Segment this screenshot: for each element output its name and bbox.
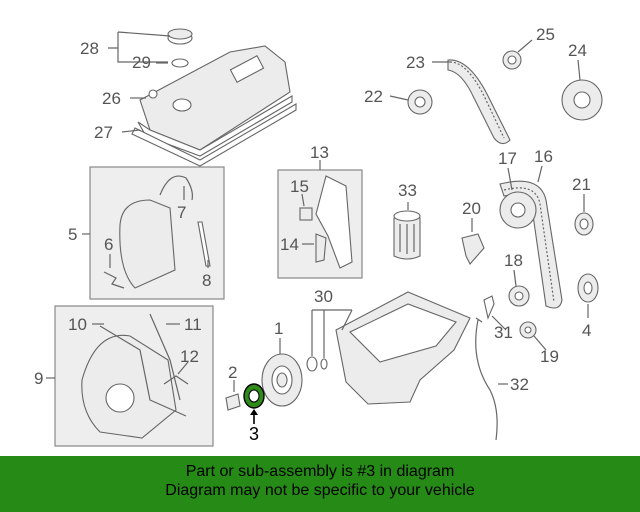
upper-cover-leaders bbox=[82, 186, 209, 268]
callout-12: 12 bbox=[180, 347, 199, 366]
lower-cover-parts bbox=[81, 313, 189, 439]
callout-22: 22 bbox=[364, 87, 383, 106]
lower-cover-leaders bbox=[46, 323, 189, 379]
callout-24: 24 bbox=[568, 41, 587, 60]
info-banner: Part or sub-assembly is #3 in diagram Di… bbox=[0, 456, 640, 512]
callout-18: 18 bbox=[504, 251, 523, 270]
timing-belt-upper-group bbox=[407, 50, 603, 145]
timing-belt-lower-group bbox=[483, 180, 599, 339]
callout-13: 13 bbox=[310, 143, 329, 162]
dipstick bbox=[475, 317, 508, 441]
oil-filter bbox=[393, 202, 421, 260]
engine-support-parts bbox=[299, 175, 353, 269]
callout-19: 19 bbox=[540, 347, 559, 366]
timing-belt-upper-leaders bbox=[389, 39, 581, 101]
callout-23: 23 bbox=[406, 53, 425, 72]
callout-20: 20 bbox=[462, 199, 481, 218]
valve-cover-leaders bbox=[108, 31, 171, 133]
callout-15: 15 bbox=[290, 177, 309, 196]
callout-1: 1 bbox=[274, 319, 283, 338]
callout-6: 6 bbox=[104, 235, 113, 254]
oil-pan-leaders bbox=[311, 309, 353, 358]
callout-9: 9 bbox=[34, 369, 43, 388]
callout-32: 32 bbox=[510, 375, 529, 394]
callout-8: 8 bbox=[202, 271, 211, 290]
callout-30: 30 bbox=[314, 287, 333, 306]
parts-diagram: 28 29 26 27 22 23 25 24 5 7 6 8 bbox=[34, 25, 603, 447]
callout-14: 14 bbox=[280, 235, 299, 254]
callout-17: 17 bbox=[498, 149, 517, 168]
callout-16: 16 bbox=[534, 147, 553, 166]
callout-25: 25 bbox=[536, 25, 555, 44]
callout-2: 2 bbox=[228, 363, 237, 382]
crank-pulley bbox=[261, 338, 303, 407]
banner-line-2: Diagram may not be specific to your vehi… bbox=[165, 482, 475, 499]
callout-28: 28 bbox=[80, 39, 99, 58]
highlighted-part-3 bbox=[243, 383, 265, 424]
callout-31: 31 bbox=[494, 323, 513, 342]
valve-cover-group bbox=[131, 28, 297, 167]
timing-belt-lower-leaders bbox=[491, 165, 589, 351]
callout-33: 33 bbox=[398, 181, 417, 200]
callout-4: 4 bbox=[582, 321, 591, 340]
tensioner bbox=[461, 218, 485, 265]
callout-10: 10 bbox=[68, 315, 87, 334]
callout-21: 21 bbox=[572, 175, 591, 194]
callout-29: 29 bbox=[132, 53, 151, 72]
oil-pan bbox=[306, 291, 471, 405]
crank-bolt bbox=[225, 380, 241, 411]
callout-3: 3 bbox=[249, 424, 259, 444]
callout-11: 11 bbox=[184, 315, 202, 334]
banner-line-1: Part or sub-assembly is #3 in diagram bbox=[185, 463, 455, 480]
engine-support-leaders bbox=[301, 160, 321, 245]
upper-cover-parts bbox=[103, 175, 211, 289]
callout-26: 26 bbox=[102, 89, 121, 108]
callout-5: 5 bbox=[68, 225, 77, 244]
callout-7: 7 bbox=[177, 203, 186, 222]
callout-27: 27 bbox=[94, 123, 113, 142]
